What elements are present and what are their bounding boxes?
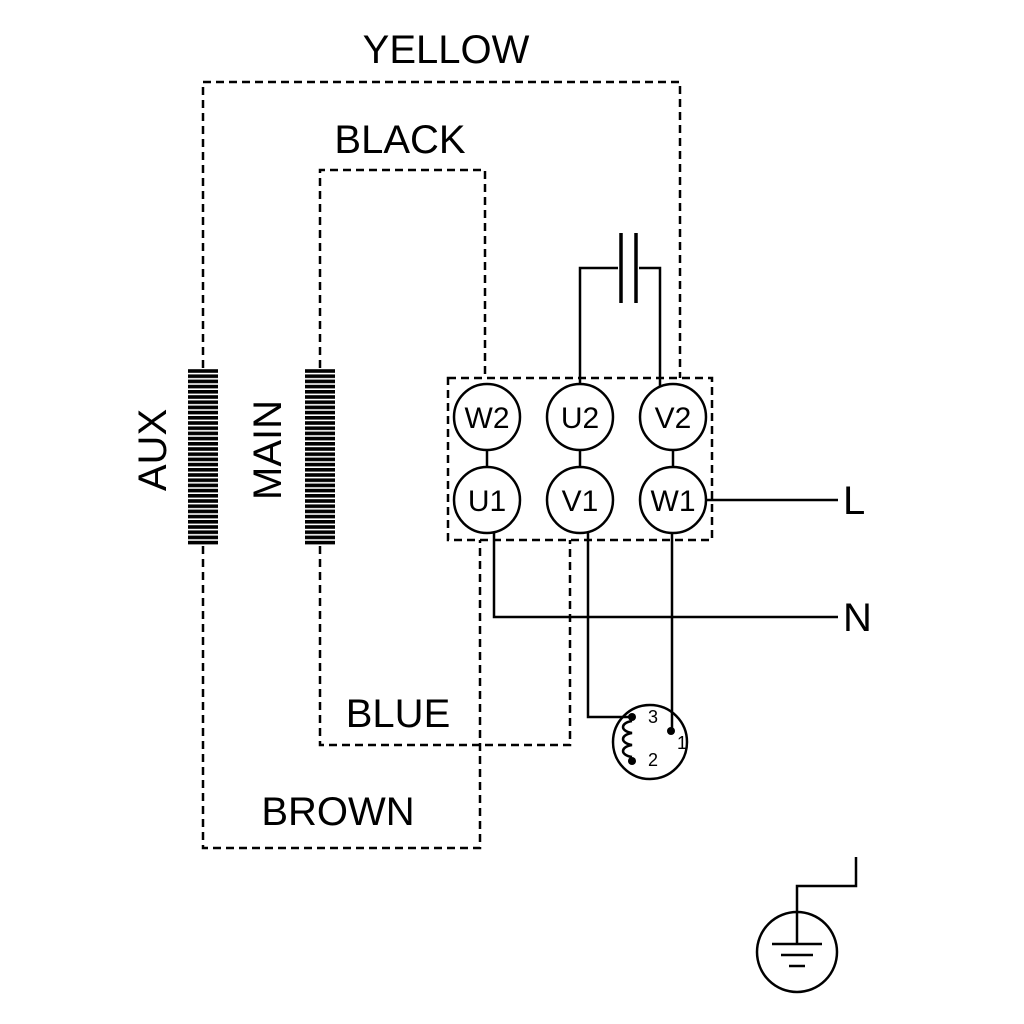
line-supply-label: L xyxy=(843,479,865,523)
line-supply-wire: L xyxy=(706,479,865,523)
blue-wire-path xyxy=(318,540,572,747)
terminal-v1 xyxy=(545,465,615,535)
main-winding-coil-symbol xyxy=(305,368,335,546)
earth-ground xyxy=(755,857,858,994)
protector-outline xyxy=(611,703,689,781)
terminal-w2 xyxy=(452,382,522,452)
terminal-block: W2 U2 V2 U1 V1 W1 xyxy=(446,376,714,542)
yellow-wire-label: YELLOW xyxy=(363,28,530,72)
main-winding: MAIN xyxy=(246,368,335,546)
terminal-v1-label: V1 xyxy=(562,485,599,518)
terminal-u2-label: U2 xyxy=(561,402,599,435)
protector-pin2-label: 2 xyxy=(648,750,658,770)
yellow-wire-path xyxy=(201,80,682,378)
protector-pin3-node xyxy=(628,713,636,721)
earth-lead xyxy=(795,857,858,912)
protector-pin1-label: 1 xyxy=(677,733,687,753)
brown-wire: BROWN xyxy=(201,540,482,850)
brown-wire-path xyxy=(201,540,482,850)
yellow-wire: YELLOW xyxy=(201,28,682,378)
protector-pin1-node xyxy=(667,727,675,735)
terminal-v2-label: V2 xyxy=(655,402,692,435)
black-wire: BLACK xyxy=(318,118,487,378)
brown-wire-label: BROWN xyxy=(261,790,414,834)
protector-pin2-node xyxy=(628,757,636,765)
aux-winding-coil-symbol xyxy=(188,368,218,546)
aux-winding-label: AUX xyxy=(131,409,175,491)
protector-lead-from-v1 xyxy=(586,532,630,719)
thermal-protector: 3 2 1 xyxy=(586,532,689,781)
blue-wire: BLUE xyxy=(318,540,572,747)
terminal-u1 xyxy=(452,465,522,535)
terminal-w1-label: W1 xyxy=(651,485,696,518)
main-winding-label: MAIN xyxy=(246,400,290,500)
terminal-u1-label: U1 xyxy=(468,485,506,518)
capacitor xyxy=(578,233,662,386)
terminal-block-outline xyxy=(446,376,714,542)
capacitor-right-lead xyxy=(639,266,662,386)
capacitor-left-lead xyxy=(578,266,618,385)
terminal-w2-label: W2 xyxy=(465,402,510,435)
protector-coil-symbol xyxy=(621,719,633,759)
terminal-u2 xyxy=(545,382,615,452)
terminal-v2 xyxy=(638,382,708,452)
blue-wire-label: BLUE xyxy=(346,692,451,736)
aux-winding: AUX xyxy=(131,368,218,546)
neutral-supply-wire: N xyxy=(492,532,872,640)
neutral-supply-path xyxy=(492,532,838,619)
black-wire-path xyxy=(318,168,487,378)
black-wire-label: BLACK xyxy=(334,118,465,162)
protector-pin3-label: 3 xyxy=(648,707,658,727)
neutral-supply-label: N xyxy=(843,596,872,640)
